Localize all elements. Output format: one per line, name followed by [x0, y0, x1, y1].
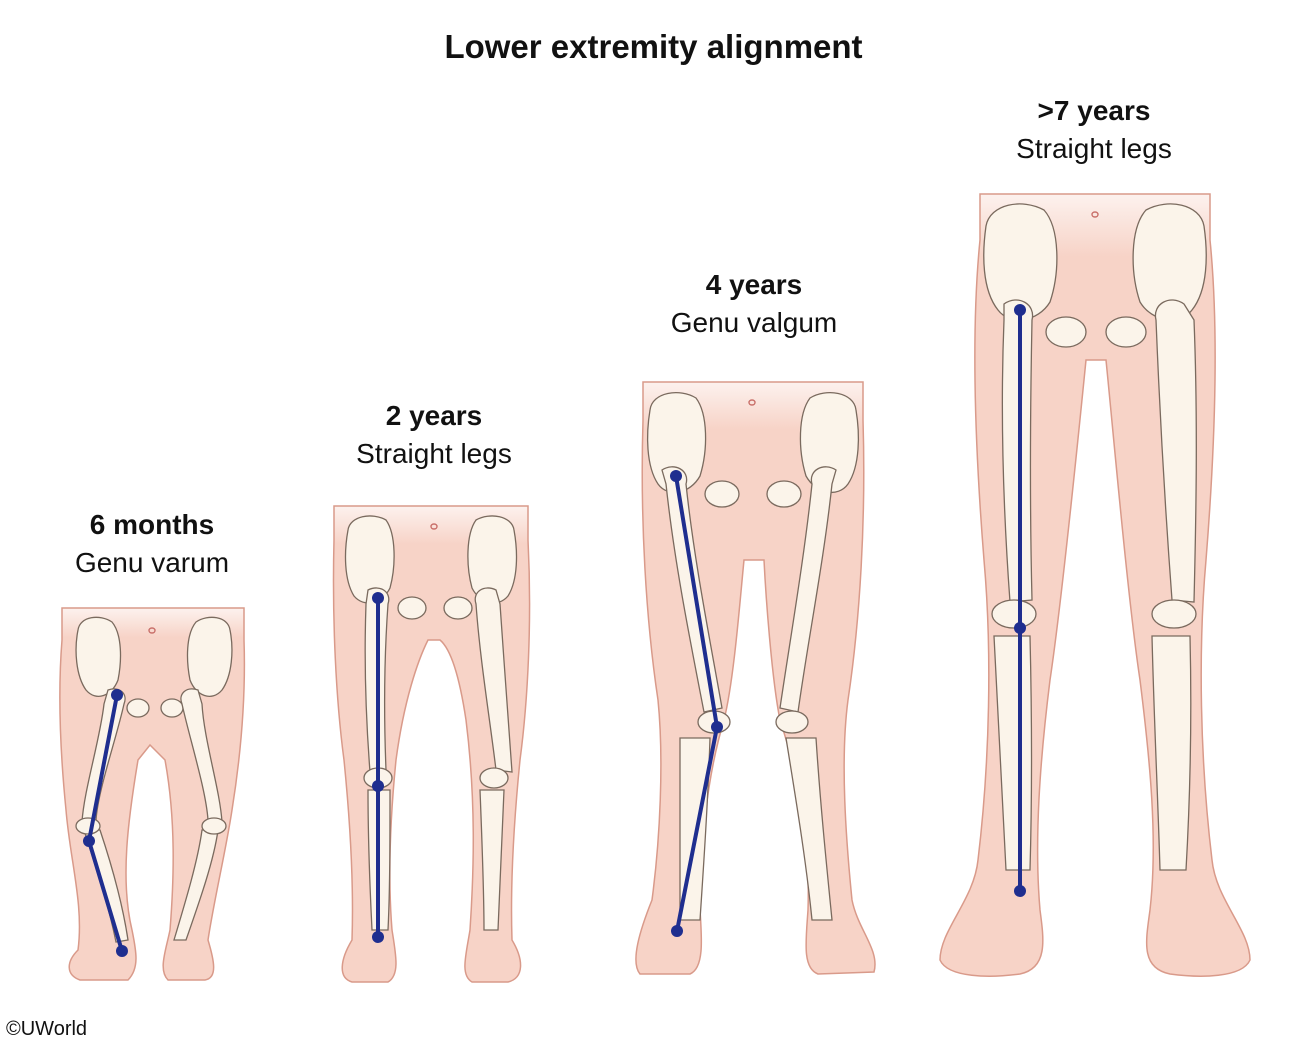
stage-label-4-years: 4 years Genu valgum — [604, 266, 904, 342]
pelvis — [646, 392, 860, 508]
stage-description: Genu varum — [74, 547, 230, 578]
stage-label-over-7-years: >7 years Straight legs — [944, 92, 1244, 168]
stage-age: 4 years — [705, 269, 803, 300]
stage-description: Genu valgum — [670, 307, 838, 338]
figure-4-years — [635, 381, 876, 975]
leg-bones — [991, 299, 1197, 871]
stage-description: Straight legs — [1016, 133, 1172, 164]
stage-age: 6 months — [89, 509, 215, 540]
axis-points — [670, 470, 723, 937]
axis-points — [1014, 304, 1026, 897]
stage-description: Straight legs — [356, 438, 512, 469]
figure-over-7-years — [939, 193, 1251, 977]
figure-6-months — [59, 607, 246, 981]
stage-age: 2 years — [385, 400, 483, 431]
pelvis — [344, 515, 518, 620]
stage-label-6-months: 6 months Genu varum — [2, 506, 302, 582]
pelvis — [983, 203, 1207, 348]
stage-age: >7 years — [1037, 95, 1151, 126]
diagram-title: Lower extremity alignment — [444, 28, 863, 65]
axis-points — [372, 592, 384, 943]
copyright-notice: ©UWorld — [6, 1018, 88, 1040]
pelvis — [75, 616, 233, 718]
stage-label-2-years: 2 years Straight legs — [284, 397, 584, 473]
axis-points — [83, 689, 128, 957]
skin-silhouette — [939, 193, 1251, 977]
figure-2-years — [332, 505, 531, 983]
